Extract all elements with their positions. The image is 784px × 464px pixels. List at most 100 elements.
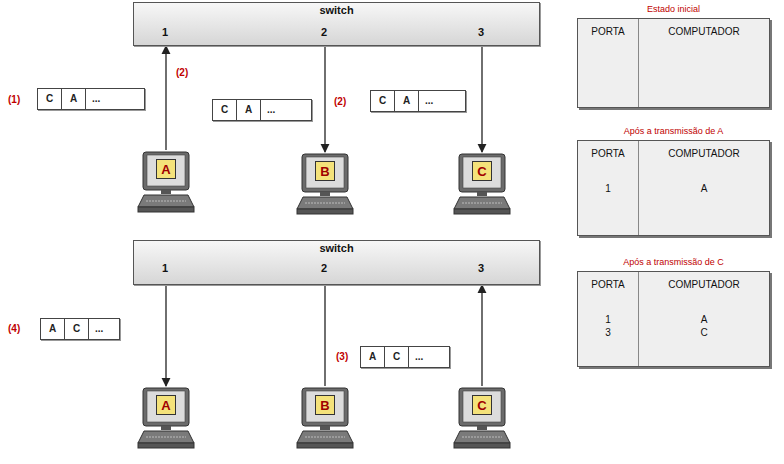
frame-field: ... <box>86 89 144 109</box>
port-number: 1 <box>162 262 168 275</box>
table-header: COMPUTADOR <box>639 147 769 160</box>
frame-field: ... <box>261 100 311 120</box>
port-anchor: 3 <box>478 262 484 275</box>
monitor-screen <box>463 157 501 188</box>
table-column: PORTA <box>578 25 638 60</box>
keyboard-keys <box>462 437 502 438</box>
monitor-screen <box>306 391 344 422</box>
monitor-screen <box>463 391 501 422</box>
keyboard-keys <box>146 437 186 438</box>
keyboard-base <box>454 209 510 214</box>
keyboard <box>454 431 510 443</box>
callout-number: (1) <box>8 93 20 106</box>
monitor-case <box>459 154 505 192</box>
table-grid: PORTA1COMPUTADOR A <box>577 140 770 236</box>
monitor-stand <box>477 426 487 430</box>
monitor-screen <box>306 157 344 188</box>
computer-node: A <box>134 150 198 214</box>
table-title: Estado inicial <box>577 2 770 18</box>
table-divider <box>638 19 639 107</box>
frame-field: ... <box>409 347 449 367</box>
frame-field: ... <box>419 91 465 111</box>
table-column: COMPUTADOR AC <box>639 278 769 339</box>
network-link <box>481 285 482 386</box>
keyboard <box>138 195 194 207</box>
monitor-case <box>459 388 505 426</box>
keyboard-keys <box>146 201 186 202</box>
frame-field: C <box>65 319 89 339</box>
switch-title: switch <box>134 4 539 17</box>
table-grid: PORTACOMPUTADOR <box>577 18 770 108</box>
network-link <box>324 285 325 386</box>
monitor-case <box>302 154 348 192</box>
port-number: 2 <box>321 26 327 39</box>
frame-field: A <box>41 319 65 339</box>
monitor-stand <box>161 190 171 194</box>
keyboard-base <box>138 443 194 448</box>
table-divider <box>638 272 639 366</box>
table-header: COMPUTADOR <box>639 278 769 291</box>
network-link <box>324 46 325 152</box>
mac-table: Após a transmissão de APORTA1COMPUTADORA <box>577 124 770 236</box>
ethernet-frame: AC... <box>40 318 120 340</box>
computer-letter: B <box>315 161 335 181</box>
switch-box: switch <box>133 2 540 46</box>
callout-anchor: (4) <box>8 322 20 335</box>
table-divider <box>638 141 639 235</box>
computer-node: C <box>450 386 514 450</box>
switch-title: switch <box>134 242 539 255</box>
table-column: PORTA1 <box>578 147 638 195</box>
computer-node: B <box>293 386 357 450</box>
callout-number: (2) <box>334 95 346 108</box>
keyboard-base <box>454 443 510 448</box>
keyboard <box>138 431 194 443</box>
port-number: 3 <box>478 26 484 39</box>
table-cell: A <box>639 182 769 195</box>
keyboard-keys <box>305 203 345 204</box>
computer-letter: B <box>315 395 335 415</box>
keyboard-base <box>297 209 353 214</box>
ethernet-frame: CA... <box>370 90 466 112</box>
callout-number: (2) <box>176 66 188 79</box>
frame-field: A <box>361 347 385 367</box>
callout-anchor: (2) <box>176 66 188 79</box>
table-header: COMPUTADOR <box>639 25 769 38</box>
keyboard <box>454 197 510 209</box>
callout-anchor: (3) <box>336 350 348 363</box>
monitor-case <box>143 388 189 426</box>
table-header: PORTA <box>578 278 638 291</box>
network-link <box>481 46 482 152</box>
frame-field: A <box>62 89 86 109</box>
mac-table: Após a transmissão de CPORTA13COMPUTADOR… <box>577 255 770 367</box>
frame-field: A <box>237 100 261 120</box>
computer-letter: A <box>156 159 176 179</box>
frame-field: C <box>385 347 409 367</box>
table-column: COMPUTADOR <box>639 25 769 60</box>
table-grid: PORTA13COMPUTADORAC <box>577 271 770 367</box>
port-anchor: 1 <box>162 26 168 39</box>
table-header: PORTA <box>578 147 638 160</box>
monitor-stand <box>161 426 171 430</box>
port-anchor: 3 <box>478 26 484 39</box>
keyboard <box>297 197 353 209</box>
callout-number: (3) <box>336 350 348 363</box>
port-anchor: 2 <box>321 26 327 39</box>
callout-anchor: (1) <box>8 93 20 106</box>
computer-letter: C <box>472 161 492 181</box>
keyboard-base <box>138 207 194 212</box>
keyboard-base <box>297 443 353 448</box>
network-link <box>165 285 166 386</box>
callout-number: (4) <box>8 322 20 335</box>
ethernet-frame: CA... <box>37 88 145 110</box>
table-cell: A <box>639 313 769 326</box>
port-anchor: 2 <box>321 262 327 275</box>
network-link <box>165 46 166 150</box>
frame-field: C <box>213 100 237 120</box>
table-cell: 3 <box>578 326 638 339</box>
table-column: COMPUTADOR A <box>639 147 769 195</box>
computer-node: A <box>134 386 198 450</box>
keyboard <box>297 431 353 443</box>
frame-field: C <box>38 89 62 109</box>
table-cell: C <box>639 326 769 339</box>
frame-field: C <box>371 91 395 111</box>
